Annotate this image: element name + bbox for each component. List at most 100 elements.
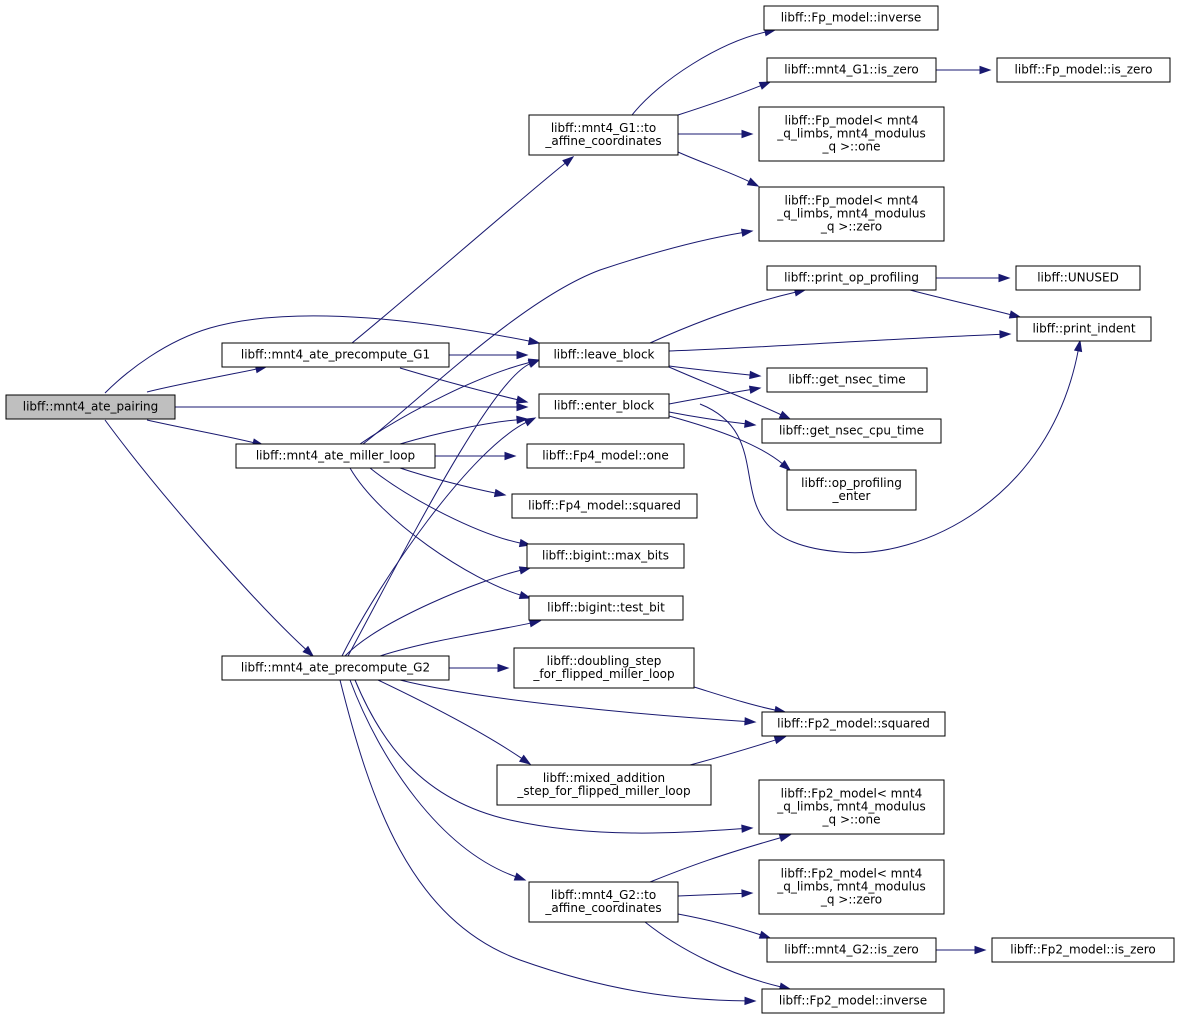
node-fp2-is-zero[interactable]: libff::Fp2_model::is_zero: [991, 937, 1175, 963]
node-print-indent[interactable]: libff::print_indent: [1016, 316, 1152, 342]
edge-line: [677, 892, 744, 897]
edge-g1_to_affine-to-fp_zero: [677, 151, 760, 187]
node-unused[interactable]: libff::UNUSED: [1015, 265, 1141, 291]
edge-miller_loop-to-fp4_squared: [399, 467, 507, 498]
arrow-head-icon: [979, 65, 992, 75]
node-fp2-one[interactable]: libff::Fp2_model< mnt4_q_limbs, mnt4_mod…: [758, 779, 945, 835]
edge-precompute_g2-to-mixed_addition: [377, 679, 532, 765]
node-label: libff::mnt4_G1::is_zero: [784, 63, 919, 77]
node-g1-is-zero[interactable]: libff::mnt4_G1::is_zero: [766, 57, 937, 83]
node-test-bit[interactable]: libff::bigint::test_bit: [528, 595, 684, 621]
node-fp2-inverse[interactable]: libff::Fp2_model::inverse: [761, 988, 945, 1014]
node-print-op-profiling[interactable]: libff::print_op_profiling: [766, 265, 937, 291]
node-label: libff::mnt4_G1::to: [551, 121, 656, 135]
edge-mixed_addition-to-fp2_squared: [689, 736, 787, 766]
edge-line: [677, 151, 751, 183]
arrow-head-icon: [758, 81, 772, 90]
node-pairing[interactable]: libff::mnt4_ate_pairing: [5, 394, 176, 420]
node-label: libff::Fp2_model::squared: [777, 717, 930, 731]
edge-precompute_g2-to-max_bits: [344, 566, 532, 657]
arrow-head-icon: [999, 330, 1012, 339]
edge-line: [341, 421, 528, 657]
node-label: _q_limbs, mnt4_modulus: [776, 800, 926, 814]
node-label: libff::Fp_model::inverse: [781, 11, 922, 25]
node-label: _q >::zero: [820, 893, 882, 907]
edge-line: [339, 679, 747, 1002]
node-fp-one[interactable]: libff::Fp_model< mnt4_q_limbs, mnt4_modu…: [758, 106, 945, 162]
node-precompute-g1[interactable]: libff::mnt4_ate_precompute_G1: [221, 342, 450, 368]
node-label: libff::leave_block: [553, 348, 654, 362]
node-g1-to-affine[interactable]: libff::mnt4_G1::to_affine_coordinates: [528, 114, 679, 156]
node-label: libff::mnt4_ate_miller_loop: [256, 449, 415, 463]
node-box: [763, 5, 939, 31]
node-fp-zero[interactable]: libff::Fp_model< mnt4_q_limbs, mnt4_modu…: [758, 186, 945, 242]
arrow-head-icon: [518, 754, 532, 765]
node-get-nsec-cpu-time[interactable]: libff::get_nsec_cpu_time: [761, 418, 942, 444]
edge-line: [668, 333, 1002, 352]
arrow-head-icon: [562, 156, 575, 167]
arrow-head-icon: [516, 402, 529, 412]
node-label: _q_limbs, mnt4_modulus: [776, 127, 926, 141]
node-fp2-squared[interactable]: libff::Fp2_model::squared: [761, 711, 946, 737]
node-fp4-squared[interactable]: libff::Fp4_model::squared: [511, 493, 698, 519]
node-box: [528, 114, 679, 156]
arrow-head-icon: [523, 417, 537, 427]
node-box: [538, 393, 670, 419]
node-miller-loop[interactable]: libff::mnt4_ate_miller_loop: [235, 443, 436, 469]
function-nodes: libff::mnt4_ate_pairinglibff::mnt4_ate_p…: [5, 5, 1175, 1014]
node-label: libff::mnt4_ate_precompute_G1: [241, 348, 430, 362]
node-box: [221, 655, 450, 681]
arrow-head-icon: [740, 228, 754, 237]
node-label: libff::print_indent: [1032, 322, 1135, 336]
edge-line: [351, 162, 567, 344]
node-label: _q_limbs, mnt4_modulus: [776, 207, 926, 221]
node-label: libff::print_op_profiling: [784, 271, 919, 285]
edge-line: [377, 679, 523, 760]
node-box: [526, 443, 685, 469]
edge-line: [668, 388, 752, 405]
node-g2-to-affine[interactable]: libff::mnt4_G2::to_affine_coordinates: [528, 881, 679, 923]
edge-line: [146, 368, 258, 393]
node-box: [758, 186, 945, 242]
edge-precompute_g1-to-g1_to_affine: [351, 156, 575, 344]
node-box: [511, 493, 698, 519]
edge-line: [399, 467, 497, 494]
edge-print_op_profiling-to-print_indent: [909, 289, 1022, 319]
node-box: [758, 106, 945, 162]
node-label: libff::op_profiling: [801, 476, 902, 490]
edge-line: [349, 467, 522, 596]
node-enter-block[interactable]: libff::enter_block: [538, 393, 670, 419]
edge-enter_block-to-get_nsec_time: [668, 385, 762, 405]
node-fp2-zero[interactable]: libff::Fp2_model< mnt4_q_limbs, mnt4_mod…: [758, 859, 945, 915]
edge-line: [668, 365, 752, 376]
node-max-bits[interactable]: libff::bigint::max_bits: [526, 543, 685, 569]
node-box: [1016, 316, 1152, 342]
node-label: libff::mnt4_G2::is_zero: [784, 943, 919, 957]
edge-line: [399, 679, 747, 722]
edge-line: [104, 419, 307, 651]
node-label: libff::Fp2_model::is_zero: [1010, 943, 1156, 957]
arrow-head-icon: [779, 460, 792, 471]
edge-line: [644, 921, 782, 988]
edge-line: [344, 569, 522, 657]
node-mixed-addition[interactable]: libff::mixed_addition_step_for_flipped_m…: [496, 764, 712, 806]
node-precompute-g2[interactable]: libff::mnt4_ate_precompute_G2: [221, 655, 450, 681]
node-label: libff::enter_block: [554, 399, 655, 413]
node-label: libff::bigint::max_bits: [542, 549, 669, 563]
node-fp4-one[interactable]: libff::Fp4_model::one: [526, 443, 685, 469]
node-label: libff::Fp_model::is_zero: [1015, 63, 1153, 77]
edge-line: [399, 367, 519, 401]
node-get-nsec-time[interactable]: libff::get_nsec_time: [766, 367, 928, 393]
edge-line: [668, 366, 783, 416]
node-g2-is-zero[interactable]: libff::mnt4_G2::is_zero: [766, 937, 937, 963]
node-leave-block[interactable]: libff::leave_block: [538, 342, 670, 368]
node-fp-is-zero[interactable]: libff::Fp_model::is_zero: [996, 57, 1171, 83]
node-box: [526, 543, 685, 569]
edge-miller_loop-to-max_bits: [369, 467, 532, 548]
node-doubling-step[interactable]: libff::doubling_step_for_flipped_miller_…: [513, 647, 695, 689]
arrow-head-icon: [515, 395, 529, 404]
node-fp-inverse[interactable]: libff::Fp_model::inverse: [763, 5, 939, 31]
node-op-profiling-enter[interactable]: libff::op_profiling_enter: [786, 469, 917, 511]
edge-line: [668, 411, 747, 425]
